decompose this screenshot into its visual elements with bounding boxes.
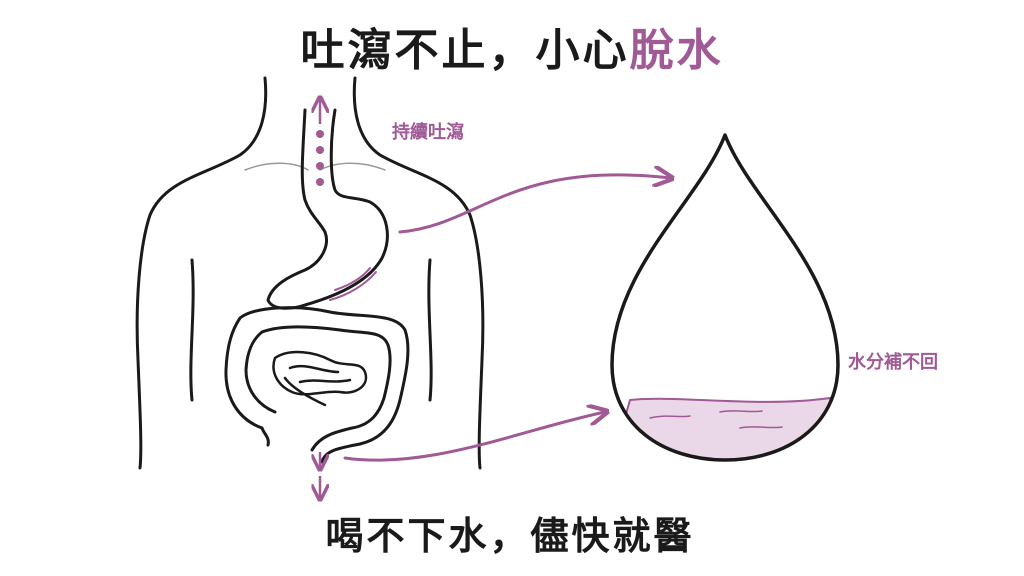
title-highlight: 脫水 (629, 25, 724, 76)
label-water-loss: 水分補不回 (848, 352, 938, 373)
bottom-advice: 喝不下水，儘快就醫 (325, 514, 695, 558)
title: 吐瀉不止，小心脫水 (0, 14, 1024, 78)
vomit-arrow (316, 99, 324, 186)
collarbones (244, 162, 386, 171)
title-text: 吐瀉不止，小心 (300, 25, 630, 76)
water-drop (610, 133, 840, 462)
torso-outline (135, 76, 485, 470)
arrow-to-drop-bottom (343, 412, 605, 462)
small-intestine (272, 350, 368, 407)
stomach-marks (329, 267, 377, 301)
arrow-to-drop-top (398, 175, 670, 234)
label-vomiting: 持續吐瀉 (392, 122, 464, 143)
large-intestine (224, 306, 410, 464)
